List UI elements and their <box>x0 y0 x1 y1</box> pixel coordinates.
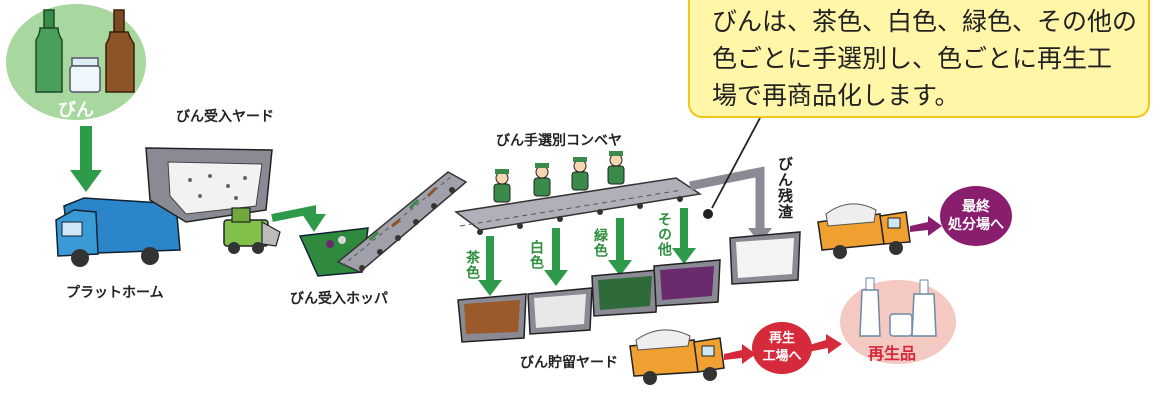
clear-jar-icon <box>69 57 101 93</box>
garbage-truck-icon <box>55 197 181 267</box>
arrow-to-disposal <box>910 216 942 236</box>
arrow-to-hopper <box>271 205 326 232</box>
white-bin <box>527 287 593 335</box>
recycle-factory-line-1: 再生 <box>768 331 795 346</box>
recycled-bottles-icon <box>840 277 956 364</box>
storage-bins <box>457 231 801 343</box>
color-label-brown: 茶色 <box>464 250 480 280</box>
recycled-product-label: 再生品 <box>868 344 917 363</box>
sorting-conveyor <box>454 177 703 235</box>
arrow-to-factory <box>724 344 756 364</box>
green-bin <box>591 269 659 317</box>
worker-icon <box>493 151 625 203</box>
recycle-factory-line-2: 工場へ <box>762 349 802 364</box>
bottles-label: びん <box>58 100 94 121</box>
brown-bin <box>457 293 527 343</box>
callout-line-1: びんは、茶色、白色、緑色、その他の <box>712 7 1138 36</box>
conveyor-label: びん手選別コンベヤ <box>496 133 622 149</box>
description-callout: びんは、茶色、白色、緑色、その他の 色ごとに手選別し、色ごとに再生工 場で再商品… <box>688 0 1150 118</box>
other-bin <box>653 259 721 307</box>
sort-arrows <box>478 208 696 296</box>
dump-truck-icon <box>817 203 911 259</box>
platform-label: プラットホーム <box>66 285 164 301</box>
green-bottle-icon <box>35 9 63 93</box>
arrow-to-platform <box>70 126 102 192</box>
loader-icon <box>223 207 281 254</box>
residue-chute <box>689 166 772 244</box>
arrow-to-recycled <box>806 334 842 354</box>
color-label-green: 緑色 <box>592 228 608 258</box>
color-label-other: その他 <box>656 212 672 257</box>
color-label-white: 白色 <box>528 240 544 270</box>
receiving-yard-bin <box>145 147 273 223</box>
final-disposal-line-1: 最終 <box>962 199 990 215</box>
final-disposal-line-2: 処分場へ <box>948 217 1004 233</box>
recycle-truck-icon <box>629 329 725 385</box>
recycle-factory-badge: 再生 工場へ <box>752 322 812 374</box>
brown-bottle-icon <box>105 9 135 93</box>
callout-line-3: 場で再商品化します。 <box>712 81 960 110</box>
final-disposal-badge: 最終 処分場へ <box>940 186 1012 246</box>
bottles-bubble <box>6 4 146 120</box>
hopper-label: びん受入ホッパ <box>290 291 388 307</box>
residue-bin <box>729 231 801 285</box>
residue-label: びん残渣 <box>776 156 794 220</box>
incline-conveyor <box>336 171 468 273</box>
callout-line-2: 色ごとに手選別し、色ごとに再生工 <box>712 44 1113 73</box>
callout-pointer <box>703 117 761 219</box>
receiving-yard-label: びん受入ヤード <box>176 109 274 125</box>
storage-yard-label: びん貯留ヤード <box>520 355 618 371</box>
